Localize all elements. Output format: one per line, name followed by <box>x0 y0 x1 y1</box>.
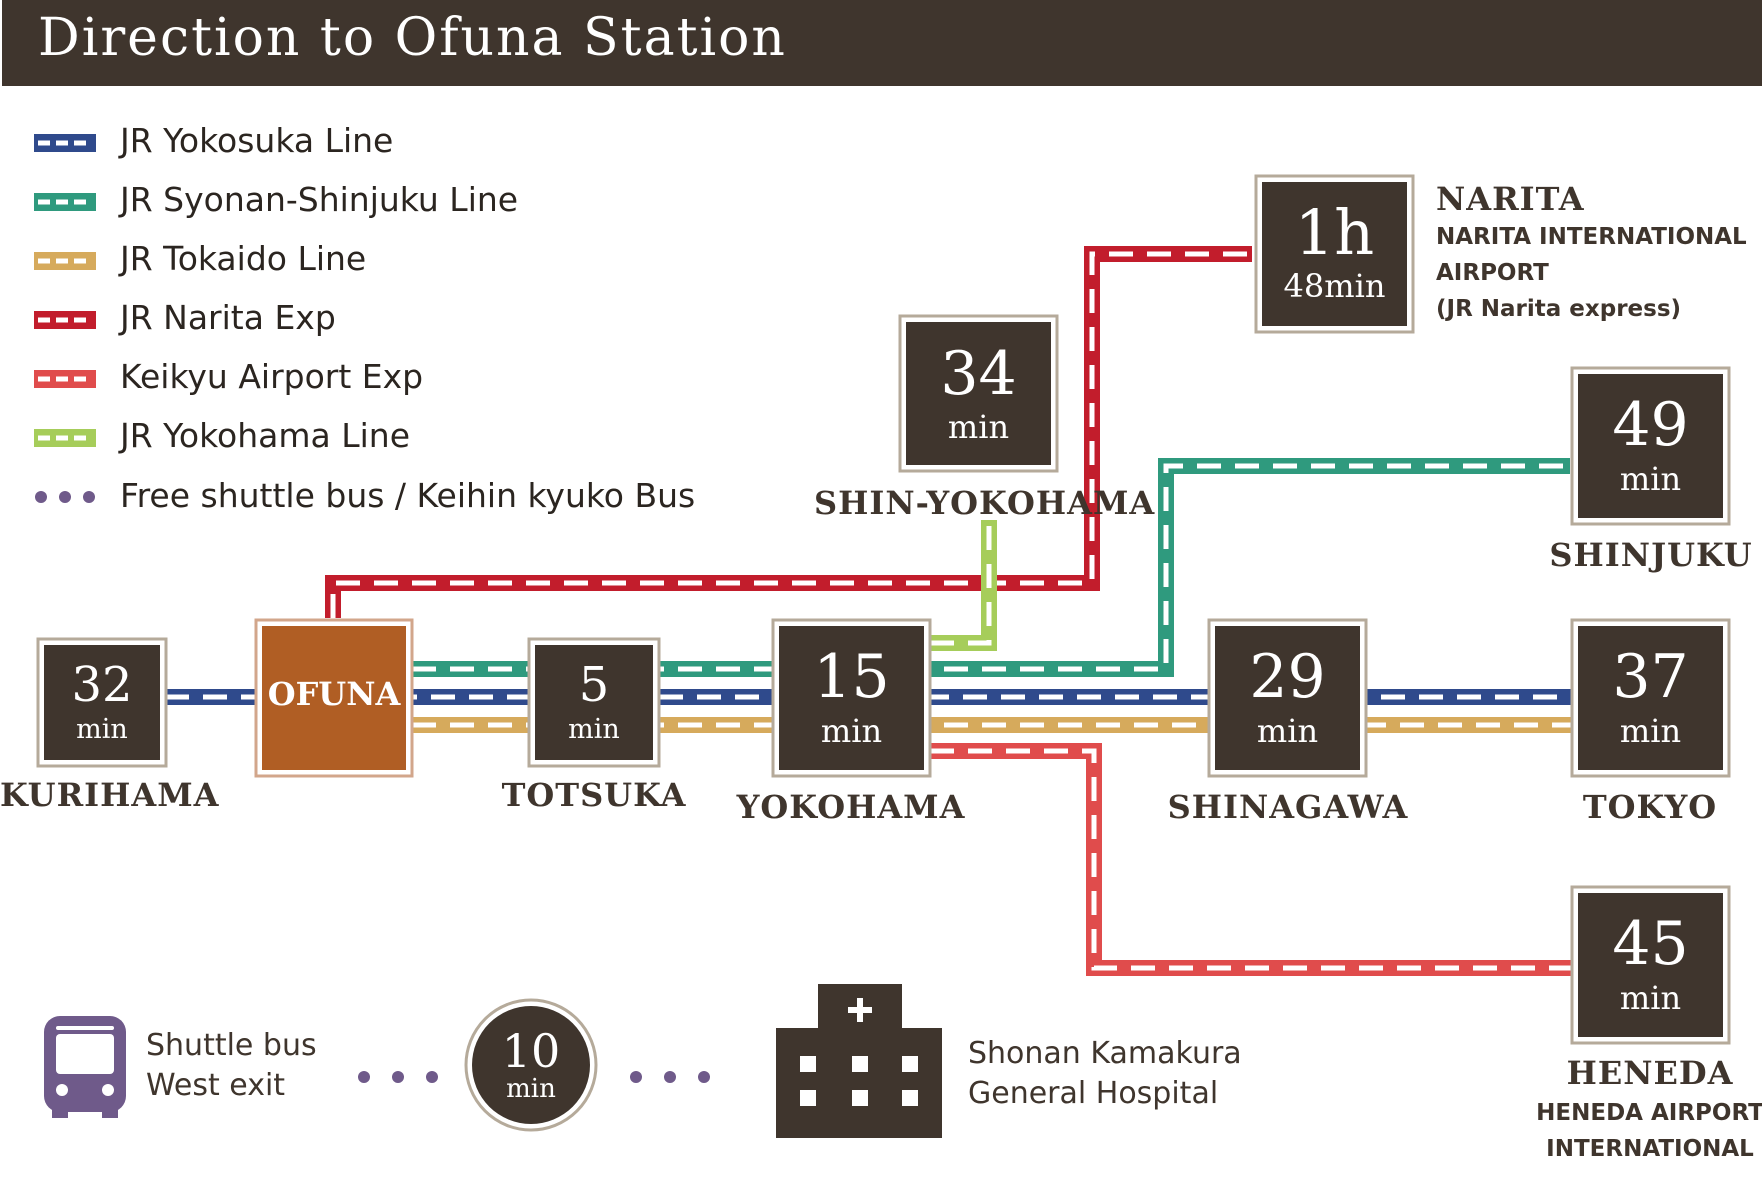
legend-label-tokaido: JR Tokaido Line <box>120 239 367 278</box>
shin-yokohama-time: 34 <box>940 339 1017 409</box>
narita-time: 1h <box>1294 196 1375 269</box>
legend-swatch-bus <box>35 491 95 503</box>
ofuna-name: OFUNA <box>267 675 401 713</box>
legend-label-yokosuka: JR Yokosuka Line <box>120 121 394 160</box>
yokohama-time: 15 <box>813 642 890 712</box>
narita-subtitle-3: (JR Narita express) <box>1436 296 1682 322</box>
kurihama-unit: min <box>76 714 128 745</box>
totsuka-unit: min <box>568 714 620 745</box>
yokohama-unit: min <box>820 712 883 750</box>
legend-swatch-keikyu <box>34 370 96 388</box>
shuttle-label-2: West exit <box>146 1068 286 1103</box>
kurihama-time: 32 <box>71 657 133 713</box>
legend-label-bus: Free shuttle bus / Keihin kyuko Bus <box>120 476 696 515</box>
yokohama-name: YOKOHAMA <box>736 788 966 826</box>
station-box-narita <box>1254 174 1415 334</box>
bus-route-dots-right <box>630 1071 710 1083</box>
totsuka-name: TOTSUKA <box>501 776 687 814</box>
kurihama-name: KURIHAMA <box>0 776 220 814</box>
heneda-unit: min <box>1619 979 1682 1017</box>
legend-swatch-yokohama-line <box>34 429 96 447</box>
legend-swatches <box>34 134 96 503</box>
heneda-subtitle-1: HENEDA AIRPORT <box>1536 1100 1762 1126</box>
narita-subtitle-2: AIRPORT <box>1436 260 1549 286</box>
shinjuku-unit: min <box>1619 460 1682 498</box>
shin-yokohama-name: SHIN-YOKOHAMA <box>814 484 1156 522</box>
narita-unit: 48min <box>1283 267 1386 305</box>
station-box-tokyo <box>1570 618 1731 778</box>
narita-name: NARITA <box>1436 180 1585 218</box>
legend-label-narita-exp: JR Narita Exp <box>120 298 336 337</box>
tokyo-unit: min <box>1619 712 1682 750</box>
shinjuku-time: 49 <box>1612 390 1689 460</box>
legend-label-keikyu: Keikyu Airport Exp <box>120 357 424 396</box>
line-yokohama <box>930 520 997 651</box>
line-keikyu <box>930 743 1572 976</box>
legend-label-yokohama-line: JR Yokohama Line <box>120 416 411 455</box>
legend-swatch-narita-exp <box>34 311 96 329</box>
station-box-heneda <box>1570 885 1731 1045</box>
tokyo-name: TOKYO <box>1582 788 1718 826</box>
station-box-ofuna <box>254 618 414 778</box>
legend-swatch-shonan-shinjuku <box>34 193 96 211</box>
station-box-kurihama <box>36 637 168 768</box>
legend-swatch-yokosuka <box>34 134 96 152</box>
station-box-totsuka <box>527 637 661 768</box>
shuttle-time: 10 <box>501 1024 561 1078</box>
tokyo-time: 37 <box>1612 642 1689 712</box>
station-box-shinagawa <box>1207 618 1368 778</box>
bus-route-dots-left <box>358 1071 438 1083</box>
shinagawa-name: SHINAGAWA <box>1167 788 1409 826</box>
shinagawa-unit: min <box>1256 712 1319 750</box>
page-title: Direction to Ofuna Station <box>38 8 787 68</box>
shinjuku-name: SHINJUKU <box>1549 536 1753 574</box>
line-narita-exp <box>325 246 1252 618</box>
heneda-name: HENEDA <box>1566 1054 1734 1092</box>
legend-swatch-tokaido <box>34 252 96 270</box>
shuttle-label-1: Shuttle bus <box>146 1028 317 1063</box>
shuttle-unit: min <box>506 1074 556 1104</box>
narita-subtitle-1: NARITA INTERNATIONAL <box>1436 224 1747 250</box>
shinagawa-time: 29 <box>1249 642 1326 712</box>
station-box-shin-yokohama <box>898 314 1059 473</box>
totsuka-time: 5 <box>578 657 610 713</box>
header-bar: Direction to Ofuna Station <box>2 0 1762 86</box>
station-box-yokohama <box>771 618 932 778</box>
hospital-label-1: Shonan Kamakura <box>968 1036 1242 1071</box>
station-box-shinjuku <box>1570 366 1731 526</box>
legend-label-shonan-shinjuku: JR Syonan-Shinjuku Line <box>120 180 519 219</box>
hospital-label-2: General Hospital <box>968 1076 1219 1111</box>
heneda-time: 45 <box>1612 909 1689 979</box>
hospital-icon <box>776 984 942 1138</box>
shuttle-time-circle <box>464 998 598 1132</box>
heneda-subtitle-2: INTERNATIONAL <box>1546 1136 1754 1162</box>
shin-yokohama-unit: min <box>947 408 1010 446</box>
bus-icon <box>44 1016 126 1118</box>
